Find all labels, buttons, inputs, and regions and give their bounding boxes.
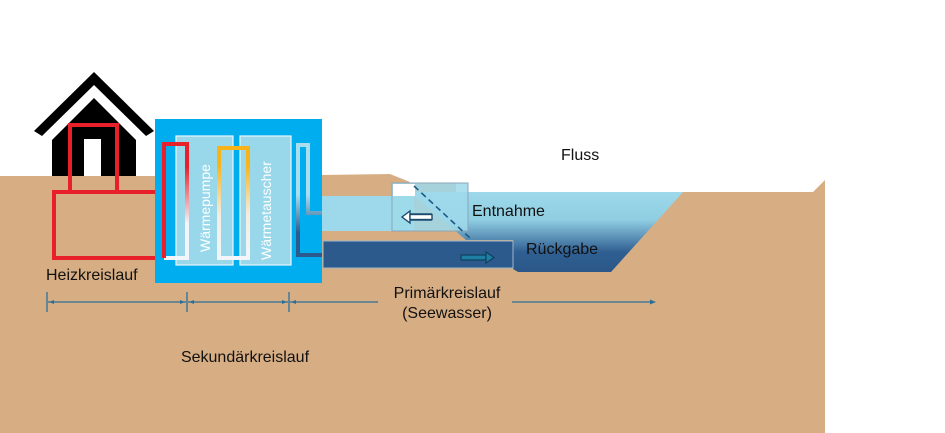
dimension-lines — [46, 292, 656, 312]
water-slope-dashed — [413, 185, 471, 239]
heat-pump-label: Wärmepumpe — [197, 164, 213, 252]
return-label: Rückgabe — [526, 241, 598, 258]
ground-bank-left — [320, 174, 410, 182]
heat-exchanger-label: Wärmetauscher — [258, 161, 274, 260]
return-arrow-icon — [460, 250, 496, 265]
intake-chamber-top — [393, 184, 415, 196]
intermediate-loop — [217, 146, 250, 260]
primary-circuit-sublabel: (Seewasser) — [402, 305, 492, 322]
primary-circuit-label: Primärkreislauf — [394, 285, 501, 302]
intake-arrow-icon — [400, 209, 433, 225]
river-water — [410, 192, 683, 272]
intake-label: Entnahme — [472, 203, 545, 220]
heating-circuit-label: Heizkreislauf — [46, 267, 138, 284]
seawater-loop — [296, 143, 322, 257]
secondary-circuit-label: Sekundärkreislauf — [181, 349, 310, 366]
river-label: Fluss — [561, 147, 599, 164]
